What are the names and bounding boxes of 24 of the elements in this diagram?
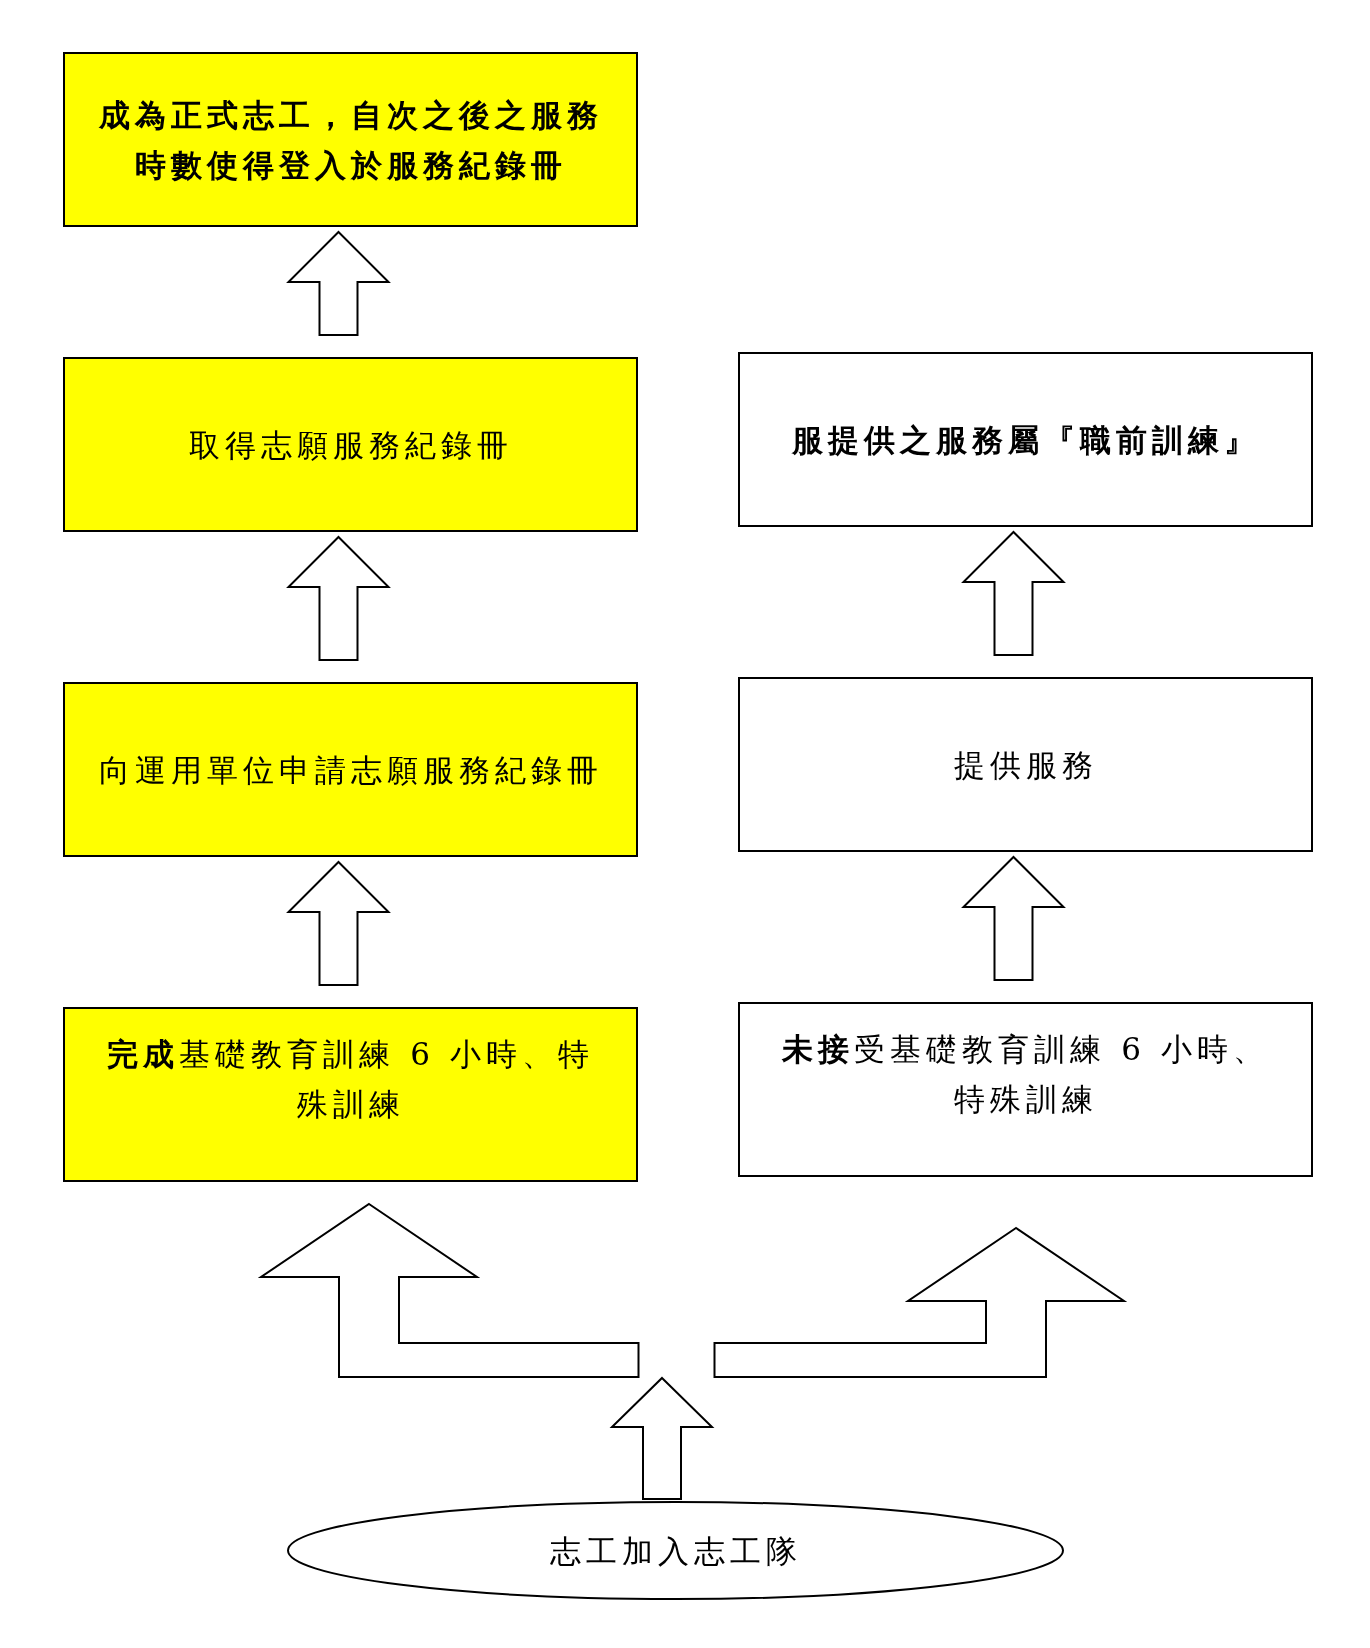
process-box xyxy=(738,1002,1313,1177)
process-box xyxy=(63,1007,638,1182)
block-arrow xyxy=(286,860,391,986)
process-box xyxy=(738,677,1313,852)
process-box xyxy=(738,352,1313,527)
node-label: 提供服務 xyxy=(953,745,1098,785)
start-ellipse xyxy=(287,1501,1064,1600)
node-label: 服提供之服務屬『職前訓練』 xyxy=(791,420,1260,460)
block-arrow xyxy=(961,530,1066,656)
node-label: 向運用單位申請志願服務紀錄冊 xyxy=(98,750,603,790)
block-arrow xyxy=(257,1202,640,1378)
node-label: 志工加入志工隊 xyxy=(549,1531,802,1571)
block-arrow xyxy=(713,1226,1128,1378)
process-box xyxy=(63,682,638,857)
node-label: 取得志願服務紀錄冊 xyxy=(188,425,513,465)
process-box xyxy=(63,52,638,227)
block-arrow xyxy=(609,1376,715,1500)
block-arrow xyxy=(961,855,1066,981)
node-label: 成為正式志工，自次之後之服務時數使得登入於服務紀錄冊 xyxy=(97,95,604,185)
block-arrow xyxy=(286,535,391,661)
node-label: 完成基礎教育訓練 6 小時、特殊訓練 xyxy=(106,1035,595,1124)
node-label: 未接受基礎教育訓練 6 小時、特殊訓練 xyxy=(781,1030,1270,1119)
process-box xyxy=(63,357,638,532)
block-arrow xyxy=(286,230,391,336)
